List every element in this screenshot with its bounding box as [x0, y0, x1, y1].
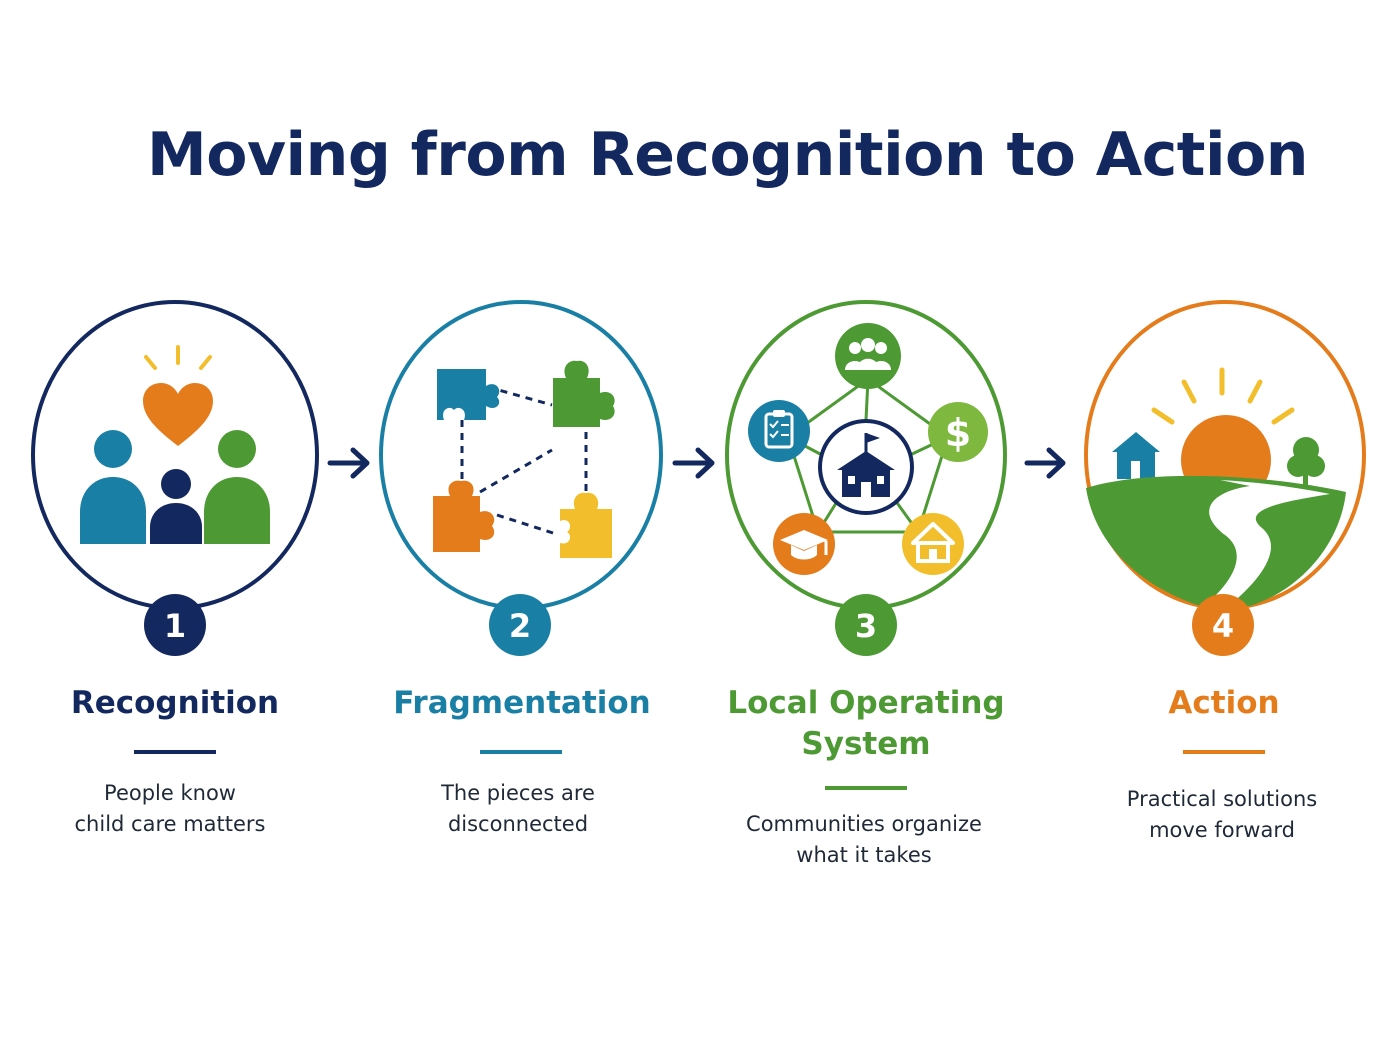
- step-4-divider: [1183, 750, 1265, 754]
- step-2-description: The pieces are disconnected: [358, 778, 678, 840]
- step-3-divider: [825, 786, 907, 790]
- step-3-description: Communities organize what it takes: [704, 809, 1024, 871]
- step-2-circle: [379, 300, 663, 610]
- sunrise-road-icon: [1086, 367, 1346, 606]
- arrow-right-icon: [1024, 447, 1066, 479]
- svg-text:$: $: [945, 411, 971, 455]
- step-1-circle: [31, 300, 319, 610]
- step-3-description-line-2: what it takes: [796, 843, 932, 867]
- step-1-description: People know child care matters: [10, 778, 330, 840]
- arrow-right-icon: [672, 447, 715, 479]
- step-1-description-line-2: child care matters: [74, 812, 266, 836]
- step-3-number-badge: [835, 594, 897, 656]
- step-3-label-line-1: Local Operating: [727, 685, 1005, 721]
- step-1-divider: [134, 750, 216, 754]
- step-4-number-badge: [1192, 594, 1254, 656]
- puzzle-pieces-icon: [433, 360, 615, 558]
- step-4-description-line-2: move forward: [1149, 818, 1295, 842]
- people-heart-icon: [80, 345, 270, 544]
- step-4-description-line-1: Practical solutions: [1126, 787, 1318, 811]
- step-2-number: 2: [509, 607, 531, 645]
- step-4-description: Practical solutions move forward: [1062, 784, 1382, 846]
- step-3-label-line-2: System: [801, 726, 931, 762]
- step-3-label: Local Operating System: [706, 683, 1026, 765]
- step-1-label: Recognition: [70, 685, 280, 721]
- step-3-number: 3: [855, 607, 877, 645]
- page-title: Moving from Recognition to Action: [147, 120, 1308, 190]
- step-1-number-badge: [144, 594, 206, 656]
- step-3-description-line-1: Communities organize: [746, 812, 982, 836]
- step-2-label: Fragmentation: [393, 685, 651, 721]
- step-2-divider: [480, 750, 562, 754]
- step-4-number: 4: [1212, 607, 1234, 645]
- school-network-icon: $: [748, 323, 988, 575]
- step-1-number: 1: [164, 607, 186, 645]
- step-1-description-line-1: People know: [104, 781, 236, 805]
- arrow-right-icon: [327, 447, 370, 479]
- step-2-number-badge: [489, 594, 551, 656]
- step-2-description-line-2: disconnected: [447, 812, 589, 836]
- step-4-label: Action: [1168, 685, 1280, 721]
- step-2-description-line-1: The pieces are: [441, 781, 595, 805]
